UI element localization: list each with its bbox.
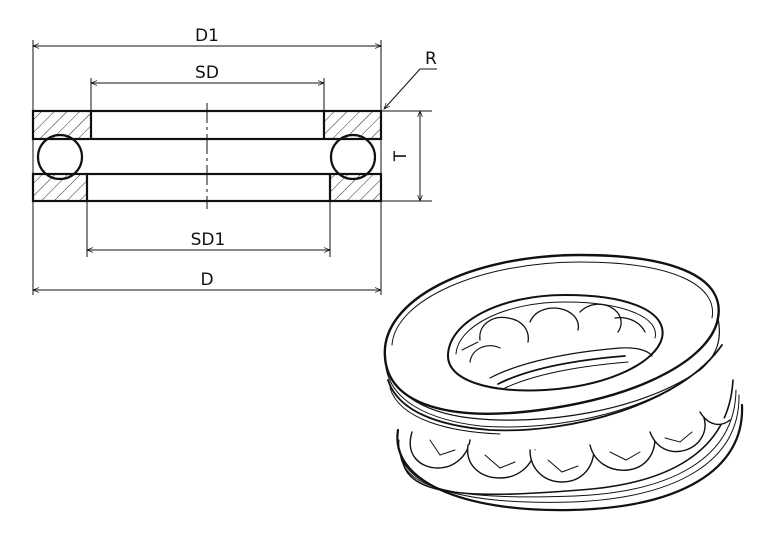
dimension-sd: SD: [90, 63, 325, 86]
balls-3d: [409, 411, 731, 483]
dimension-sd1: SD1: [86, 230, 331, 253]
dimension-d1: D1: [32, 26, 382, 49]
dimension-d: D: [32, 270, 382, 293]
dimension-t: T: [391, 110, 423, 202]
thrust-ball-bearing-3d-icon: [383, 253, 744, 512]
right-ball: [329, 133, 377, 181]
label-d1: D1: [195, 26, 219, 46]
label-sd: SD: [195, 63, 219, 83]
label-t: T: [391, 150, 411, 162]
bore-3d: [446, 293, 664, 392]
label-sd1: SD1: [191, 230, 226, 250]
dimension-r: R: [383, 49, 437, 110]
section-view: D1 SD R T SD1 D: [31, 26, 437, 295]
left-ball: [36, 133, 84, 181]
label-r: R: [425, 49, 437, 69]
label-d: D: [200, 270, 213, 290]
